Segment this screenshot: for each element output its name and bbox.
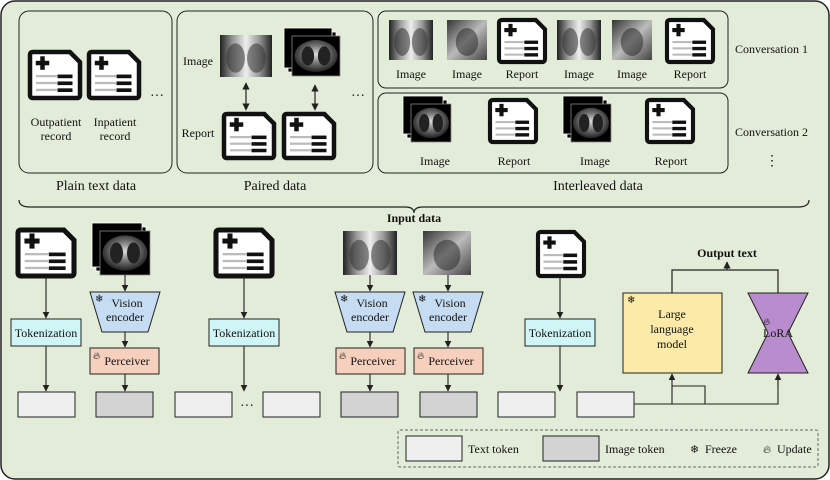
svg-text:Perceiver: Perceiver xyxy=(428,354,473,368)
output-text-label: Output text xyxy=(697,246,757,260)
conv2-ct-2 xyxy=(562,95,612,143)
conv2-item-label: Image xyxy=(580,154,610,168)
conversation-2-panel xyxy=(377,92,729,174)
svg-text:Perceiver: Perceiver xyxy=(104,354,149,368)
input-report-1-icon xyxy=(15,227,77,279)
text-token-4 xyxy=(497,391,556,418)
svg-text:Perceiver: Perceiver xyxy=(350,354,395,368)
input-xray-frontal xyxy=(343,231,397,275)
conv1-report-2-icon xyxy=(664,17,716,65)
perceiver-2: Perceiver 🔥︎ xyxy=(335,347,406,375)
text-token-1 xyxy=(17,391,76,418)
input-ct-image xyxy=(91,222,151,276)
arrow-to-llm-branch xyxy=(671,385,706,404)
tokenization-box-3: Tokenization xyxy=(524,318,596,347)
legend-freeze-icon: ❄ xyxy=(690,444,699,456)
llm-to-output-arrow xyxy=(671,269,779,293)
paired-report-2-icon xyxy=(281,111,337,161)
conv1-item-label: Report xyxy=(674,67,707,81)
paired-ct-image xyxy=(283,27,341,77)
conversation-1-label: Conversation 1 xyxy=(735,42,808,56)
svg-text:Tokenization: Tokenization xyxy=(15,326,77,340)
conversation-2-label: Conversation 2 xyxy=(735,125,808,139)
legend-text-token-swatch xyxy=(405,435,463,462)
paired-report-label: Report xyxy=(182,126,215,140)
conv1-item-label: Image xyxy=(617,67,647,81)
conv1-item-label: Image xyxy=(396,67,426,81)
paired-data-caption: Paired data xyxy=(244,179,307,194)
freeze-icon: ❄ xyxy=(418,294,426,305)
freeze-icon: ❄ xyxy=(627,295,635,306)
paired-image-label: Image xyxy=(183,54,213,68)
input-report-2-icon xyxy=(213,227,275,279)
legend-update-label: Update xyxy=(777,442,812,456)
svg-text:Tokenization: Tokenization xyxy=(213,326,275,340)
update-icon: 🔥︎ xyxy=(763,317,771,328)
svg-text:Tokenization: Tokenization xyxy=(529,326,591,340)
conv1-item-label: Image xyxy=(452,67,482,81)
conv1-report-1-icon xyxy=(496,17,548,65)
paired-xray-image xyxy=(220,35,272,77)
input-xray-lateral xyxy=(423,231,471,275)
update-icon: 🔥︎ xyxy=(93,351,101,362)
inpatient-report-icon xyxy=(86,49,142,101)
conv2-report-2-icon xyxy=(644,97,696,145)
legend-image-token-label: Image token xyxy=(605,442,665,456)
perceiver-1: Perceiver 🔥︎ xyxy=(89,347,160,375)
conv1-xray-lateral-1 xyxy=(447,20,487,60)
legend-box xyxy=(397,429,819,468)
outpatient-report-icon xyxy=(27,49,83,101)
conv2-item-label: Report xyxy=(498,154,531,168)
text-token-5 xyxy=(576,391,635,418)
lora-block: LoRA 🔥︎ xyxy=(747,292,809,374)
image-token-1 xyxy=(95,391,154,418)
legend-image-token-swatch xyxy=(542,435,600,462)
interleaved-data-caption: Interleaved data xyxy=(553,179,644,194)
plain-ellipsis: ··· xyxy=(150,89,164,104)
freeze-icon: ❄ xyxy=(95,294,103,305)
conv1-item-label: Report xyxy=(506,67,539,81)
plain-text-caption: Plain text data xyxy=(56,179,137,194)
legend-text-token-label: Text token xyxy=(468,442,519,456)
text-token-2 xyxy=(174,391,233,418)
conv2-ct-1 xyxy=(402,95,452,143)
update-icon: 🔥︎ xyxy=(417,351,425,362)
legend-freeze-label: Freeze xyxy=(705,442,737,456)
tokenization-box-1: Tokenization xyxy=(10,318,82,347)
conv1-xray-frontal-2 xyxy=(557,20,601,60)
input-data-label: Input data xyxy=(387,211,441,225)
conv1-xray-lateral-2 xyxy=(612,20,652,60)
legend-update-icon: 🔥︎ xyxy=(763,444,771,456)
conv1-xray-frontal-1 xyxy=(389,20,433,60)
paired-ellipsis: ··· xyxy=(351,89,365,104)
token-ellipsis: ··· xyxy=(240,399,254,414)
conv2-report-1-icon xyxy=(487,97,539,145)
svg-text:LoRA: LoRA xyxy=(763,326,793,340)
conv2-item-label: Image xyxy=(420,154,450,168)
image-token-2 xyxy=(340,391,399,418)
conversation-vdots: ⋮ xyxy=(765,154,779,169)
perceiver-3: Perceiver 🔥︎ xyxy=(413,347,484,375)
update-icon: 🔥︎ xyxy=(339,351,347,362)
tokenization-box-2: Tokenization xyxy=(208,318,280,347)
image-token-3 xyxy=(419,391,478,418)
conv2-item-label: Report xyxy=(655,154,688,168)
input-data-brace xyxy=(18,199,810,214)
freeze-icon: ❄ xyxy=(340,294,348,305)
conv1-item-label: Image xyxy=(564,67,594,81)
input-report-3-icon xyxy=(535,229,587,279)
text-token-3 xyxy=(262,391,321,418)
paired-report-1-icon xyxy=(221,111,277,161)
